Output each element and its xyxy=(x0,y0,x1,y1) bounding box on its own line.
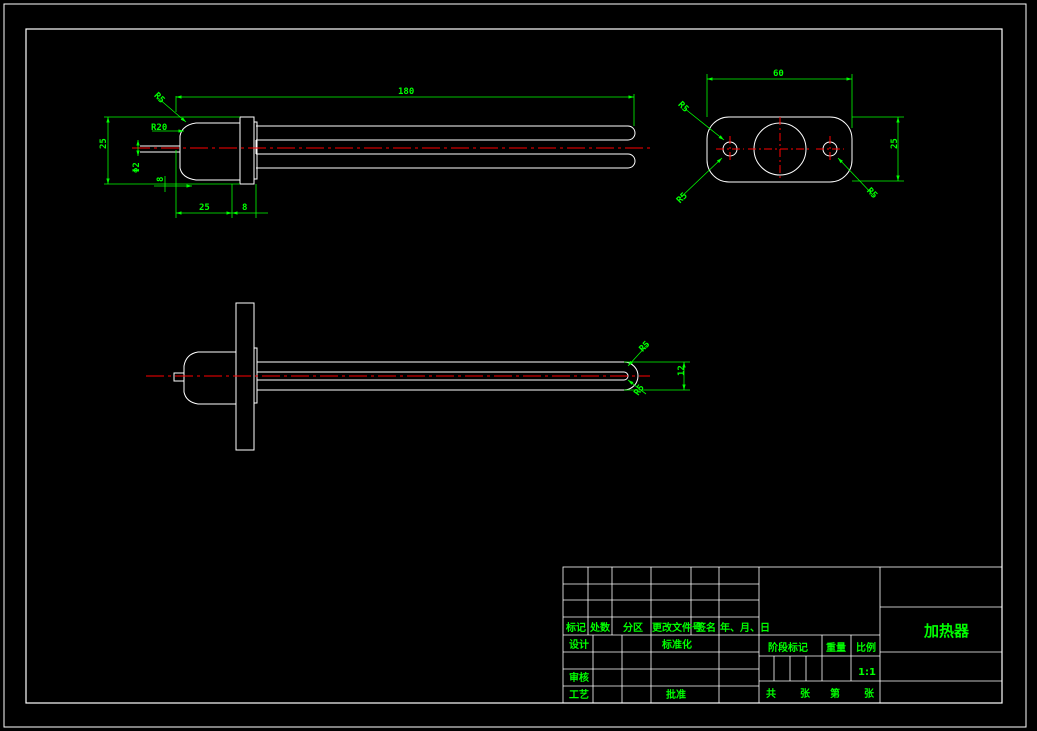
inner-border xyxy=(25,28,1003,704)
label-weight: 重量 xyxy=(826,641,846,654)
dim-flange-radius-tl: R5 xyxy=(676,100,691,115)
front-view: 180 R5 R20 25 Φ2 8 25 8 xyxy=(99,87,652,218)
side-view: 12 R5 R5 xyxy=(146,302,690,451)
label-stage-mark: 阶段标记 xyxy=(768,641,808,654)
dim-flange-radius-bl: R5 xyxy=(675,191,690,206)
title-block xyxy=(562,566,1003,704)
dim-tube-spacing: 12 xyxy=(677,365,687,376)
dim-pin-offset: 8 xyxy=(156,177,166,182)
label-mark: 标记 xyxy=(565,621,586,634)
title-block-text: 标记 处数 分区 更改文件号 签名 年、月、日 设计 标准化 审核 工艺 批准 … xyxy=(565,621,970,701)
dim-overall-length: 180 xyxy=(398,87,414,97)
dim-dome-radius: R20 xyxy=(151,123,167,133)
label-signature: 签名 xyxy=(695,621,716,634)
label-total: 共 xyxy=(766,687,776,700)
scale-value: 1:1 xyxy=(858,667,876,678)
dim-flange-height: 25 xyxy=(890,138,900,149)
label-standardization: 标准化 xyxy=(661,638,692,651)
dim-length-a: 25 xyxy=(199,203,210,213)
label-sheets: 张 xyxy=(800,687,811,700)
label-count: 处数 xyxy=(589,621,611,634)
flange-view: 60 25 R5 R5 R5 xyxy=(675,69,904,206)
label-zone: 分区 xyxy=(623,621,643,634)
label-ratio: 比例 xyxy=(856,641,876,654)
label-design: 设计 xyxy=(569,638,589,651)
label-number: 第 xyxy=(830,687,840,700)
label-change-doc: 更改文件号 xyxy=(652,621,702,634)
label-process: 工艺 xyxy=(569,688,589,701)
dim-height: 25 xyxy=(99,138,109,149)
dim-pin-diameter: Φ2 xyxy=(132,162,142,173)
label-date: 年、月、日 xyxy=(720,621,770,634)
label-review: 审核 xyxy=(569,671,589,684)
label-approve: 批准 xyxy=(666,688,686,701)
dim-length-b: 8 xyxy=(242,203,247,213)
dim-tube-radius-top: R5 xyxy=(638,340,653,355)
drawing-title: 加热器 xyxy=(923,622,970,640)
outer-border xyxy=(3,3,1027,728)
dim-flange-width: 60 xyxy=(773,69,784,79)
label-sheets2: 张 xyxy=(864,687,875,700)
